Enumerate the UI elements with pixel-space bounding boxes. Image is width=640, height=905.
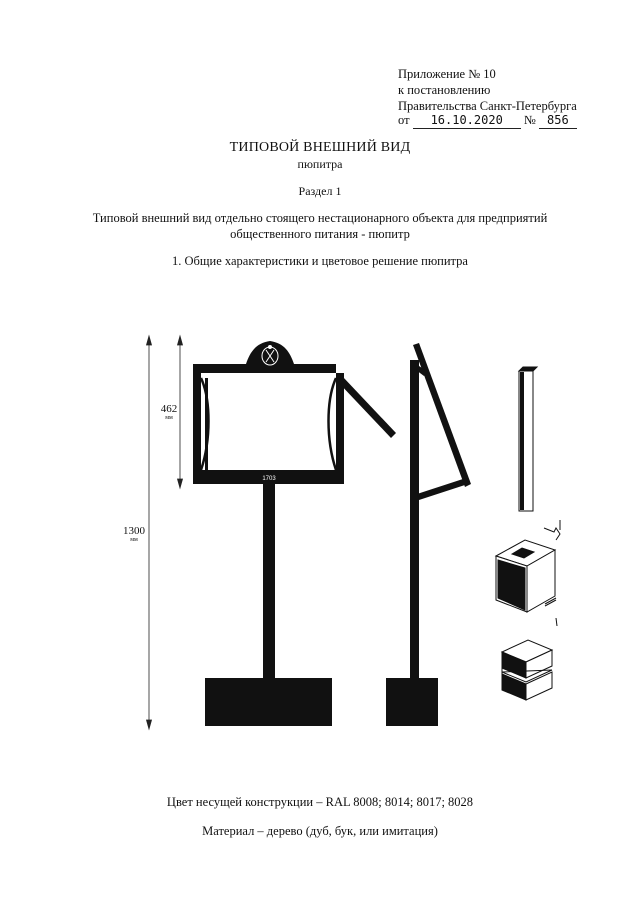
front-view xyxy=(193,341,396,726)
annex-date-line: от 16.10.2020 № 856 xyxy=(398,112,577,129)
crest-emblem xyxy=(261,345,279,366)
detail-socket-block xyxy=(494,539,558,627)
subheading: 1. Общие характеристики и цветовое решен… xyxy=(172,254,468,268)
detail-bracket xyxy=(543,520,561,541)
date-prefix: от xyxy=(398,113,410,127)
page-title: ТИПОВОЙ ВНЕШНИЙ ВИД xyxy=(229,140,411,155)
side-view xyxy=(386,343,471,726)
dimension-total-unit: мм xyxy=(130,537,138,543)
dimension-total-value: 1300 xyxy=(123,525,145,537)
detail-post xyxy=(517,366,539,512)
date-value: 16.10.2020 xyxy=(412,112,521,129)
front-plate-label: 1703 xyxy=(262,476,276,482)
material-specification: Материал – дерево (дуб, бук, или имитаци… xyxy=(202,824,438,838)
dimension-total-height xyxy=(145,334,153,731)
detail-stacked-bricks xyxy=(500,639,554,701)
number-prefix: № xyxy=(523,113,536,127)
dimension-board-value: 462 xyxy=(160,403,178,415)
number-value: 856 xyxy=(538,112,577,129)
dimension-board-height xyxy=(176,334,184,490)
dimension-board-label: 462 мм xyxy=(159,403,179,422)
dimension-board-unit: мм xyxy=(165,415,173,421)
board-top-pediment xyxy=(193,341,336,373)
annex-government: Правительства Санкт-Петербурга xyxy=(398,99,577,113)
annex-number: Приложение № 10 xyxy=(398,67,496,81)
description-line-2: общественного питания - пюпитр xyxy=(230,227,410,241)
description-line-1: Типовой внешний вид отдельно стоящего не… xyxy=(92,211,548,225)
annex-resolution: к постановлению xyxy=(398,83,491,97)
section-label: Раздел 1 xyxy=(298,184,342,198)
dimension-total-label: 1300 мм xyxy=(120,525,148,544)
color-specification: Цвет несущей конструкции – RAL 8008; 801… xyxy=(166,795,474,809)
page-subtitle: пюпитра xyxy=(297,157,343,171)
